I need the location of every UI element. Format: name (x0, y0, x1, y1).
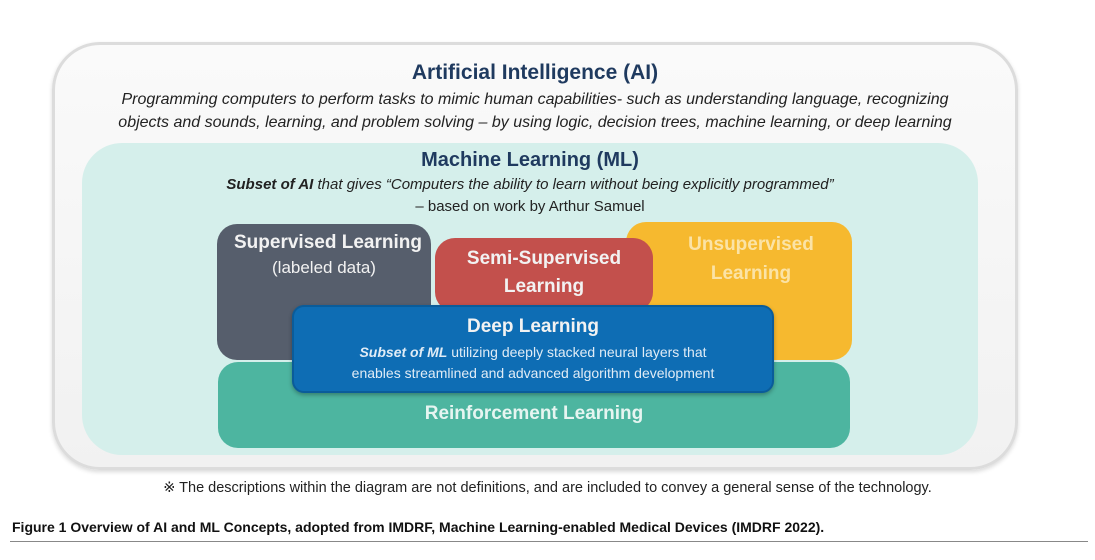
deep-learning-box: Deep Learning Subset of ML utilizing dee… (292, 305, 774, 393)
unsupervised-line-1: Unsupervised (688, 234, 814, 255)
supervised-title: Supervised Learning (234, 232, 422, 253)
semi-supervised-learning-box: Semi-Supervised Learning (435, 238, 653, 312)
reinforcement-title: Reinforcement Learning (424, 403, 644, 424)
supervised-sub: (labeled data) (272, 258, 376, 277)
unsupervised-line-2: Learning (710, 263, 792, 284)
ai-desc-1: Programming computers to perform tasks t… (121, 91, 949, 108)
semi-line-1: Semi-Supervised (466, 248, 622, 269)
deep-title: Deep Learning (467, 316, 599, 337)
ml-desc-2: – based on work by Arthur Samuel (415, 198, 645, 215)
ai-title: Artificial Intelligence (AI) (411, 61, 659, 84)
ml-title: Machine Learning (ML) (421, 149, 639, 171)
footnote: ※ The descriptions within the diagram ar… (163, 480, 932, 496)
ml-desc-1: Subset of AI that gives “Computers the a… (226, 176, 834, 193)
deep-desc-1: Subset of ML utilizing deeply stacked ne… (359, 344, 707, 360)
ai-desc-2: objects and sounds, learning, and proble… (118, 114, 952, 131)
deep-desc-2: enables streamlined and advanced algorit… (351, 365, 715, 381)
caption-divider (10, 541, 1088, 542)
figure-caption: Figure 1 Overview of AI and ML Concepts,… (12, 519, 825, 535)
semi-line-2: Learning (503, 276, 585, 297)
